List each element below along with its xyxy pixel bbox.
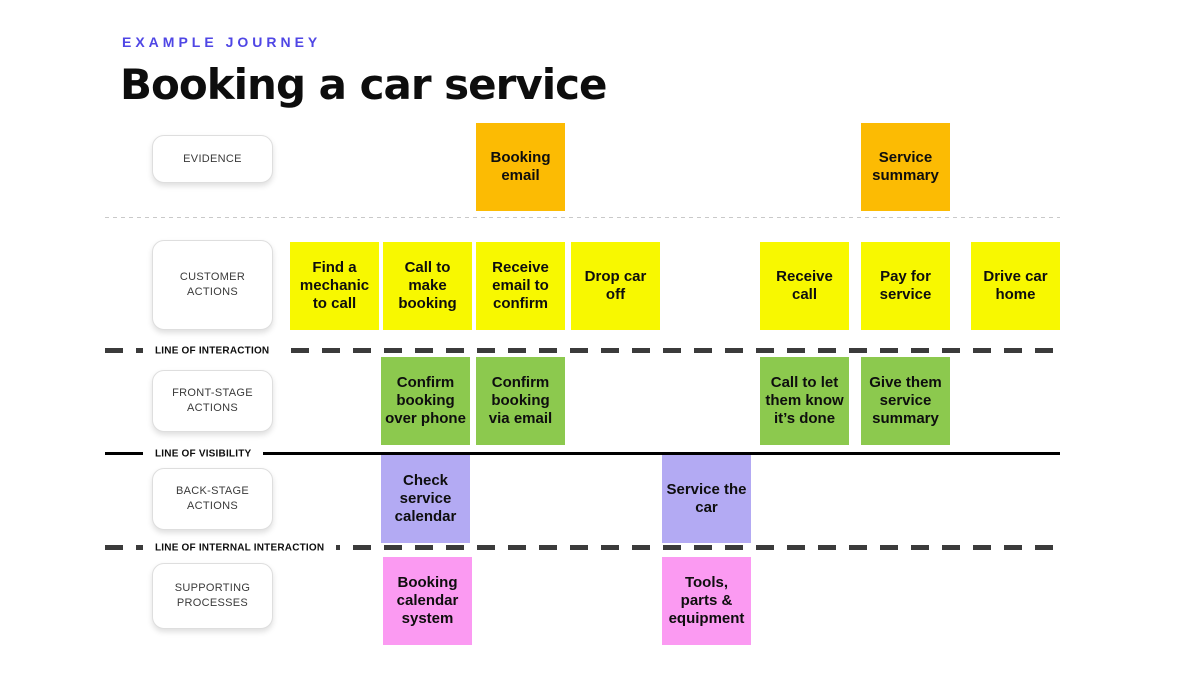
note-text: Find a mechanic to call [299,259,370,312]
note-text: Drop car off [584,268,647,303]
note-confirm-booking-over-phone: Confirm booking over phone [381,357,470,445]
evidence-divider-line [105,217,1060,219]
note-text: Receive email to confirm [492,259,549,312]
note-confirm-booking-via-email: Confirm booking via email [476,357,565,445]
row-label-text: SUPPORTING PROCESSES [174,582,251,609]
note-text: Call to let them know it’s done [765,374,844,427]
note-call-to-make-booking: Call to make booking [383,242,472,330]
note-give-them-service-summary: Give them service summary [861,357,950,445]
note-text: Pay for service [879,268,932,303]
page-title: Booking a car service [120,60,608,109]
note-booking-email: Booking email [476,123,565,211]
note-receive-call: Receive call [760,242,849,330]
note-booking-calendar-system: Booking calendar system [383,557,472,645]
note-pay-for-service: Pay for service [861,242,950,330]
note-text: Confirm booking via email [488,374,553,427]
note-text: Drive car home [983,268,1048,303]
line-of-visibility: LINE OF VISIBILITY [105,445,1060,462]
row-label-supporting-processes: SUPPORTING PROCESSES [152,563,273,629]
row-label-back-stage-actions: BACK-STAGE ACTIONS [152,468,273,530]
row-label-text: CUSTOMER ACTIONS [179,271,246,298]
line-of-visibility-label: LINE OF VISIBILITY [143,445,264,462]
header: EXAMPLE JOURNEY Booking a car service [120,34,608,109]
note-text: Confirm booking over phone [385,374,466,427]
journey-eyebrow: EXAMPLE JOURNEY [122,34,322,50]
note-text: Service summary [872,149,939,184]
note-receive-email-to-confirm: Receive email to confirm [476,242,565,330]
line-of-internal-interaction: LINE OF INTERNAL INTERACTION [105,539,1060,556]
note-check-service-calendar: Check service calendar [381,455,470,543]
note-text: Receive call [776,268,833,303]
note-text: Booking email [490,149,551,184]
note-text: Service the car [666,481,747,516]
note-find-a-mechanic: Find a mechanic to call [290,242,379,330]
row-label-evidence: EVIDENCE [152,135,273,183]
row-label-customer-actions: CUSTOMER ACTIONS [152,240,273,330]
note-service-the-car: Service the car [662,455,751,543]
note-text: Call to make booking [398,259,457,312]
row-label-front-stage-actions: FRONT-STAGE ACTIONS [152,370,273,432]
note-drive-car-home: Drive car home [971,242,1060,330]
note-text: Give them service summary [869,374,942,427]
note-tools-parts-equipment: Tools, parts & equipment [662,557,751,645]
row-label-text: BACK-STAGE ACTIONS [175,485,250,512]
row-label-text: FRONT-STAGE ACTIONS [172,387,253,414]
note-text: Booking calendar system [396,574,459,627]
line-of-interaction-label: LINE OF INTERACTION [143,342,282,359]
note-call-to-let-them-know: Call to let them know it’s done [760,357,849,445]
row-label-text: EVIDENCE [183,152,242,165]
line-of-interaction: LINE OF INTERACTION [105,342,1060,359]
note-drop-car-off: Drop car off [571,242,660,330]
note-text: Check service calendar [394,472,457,525]
line-of-internal-interaction-label: LINE OF INTERNAL INTERACTION [143,539,337,556]
note-service-summary: Service summary [861,123,950,211]
note-text: Tools, parts & equipment [668,574,745,627]
